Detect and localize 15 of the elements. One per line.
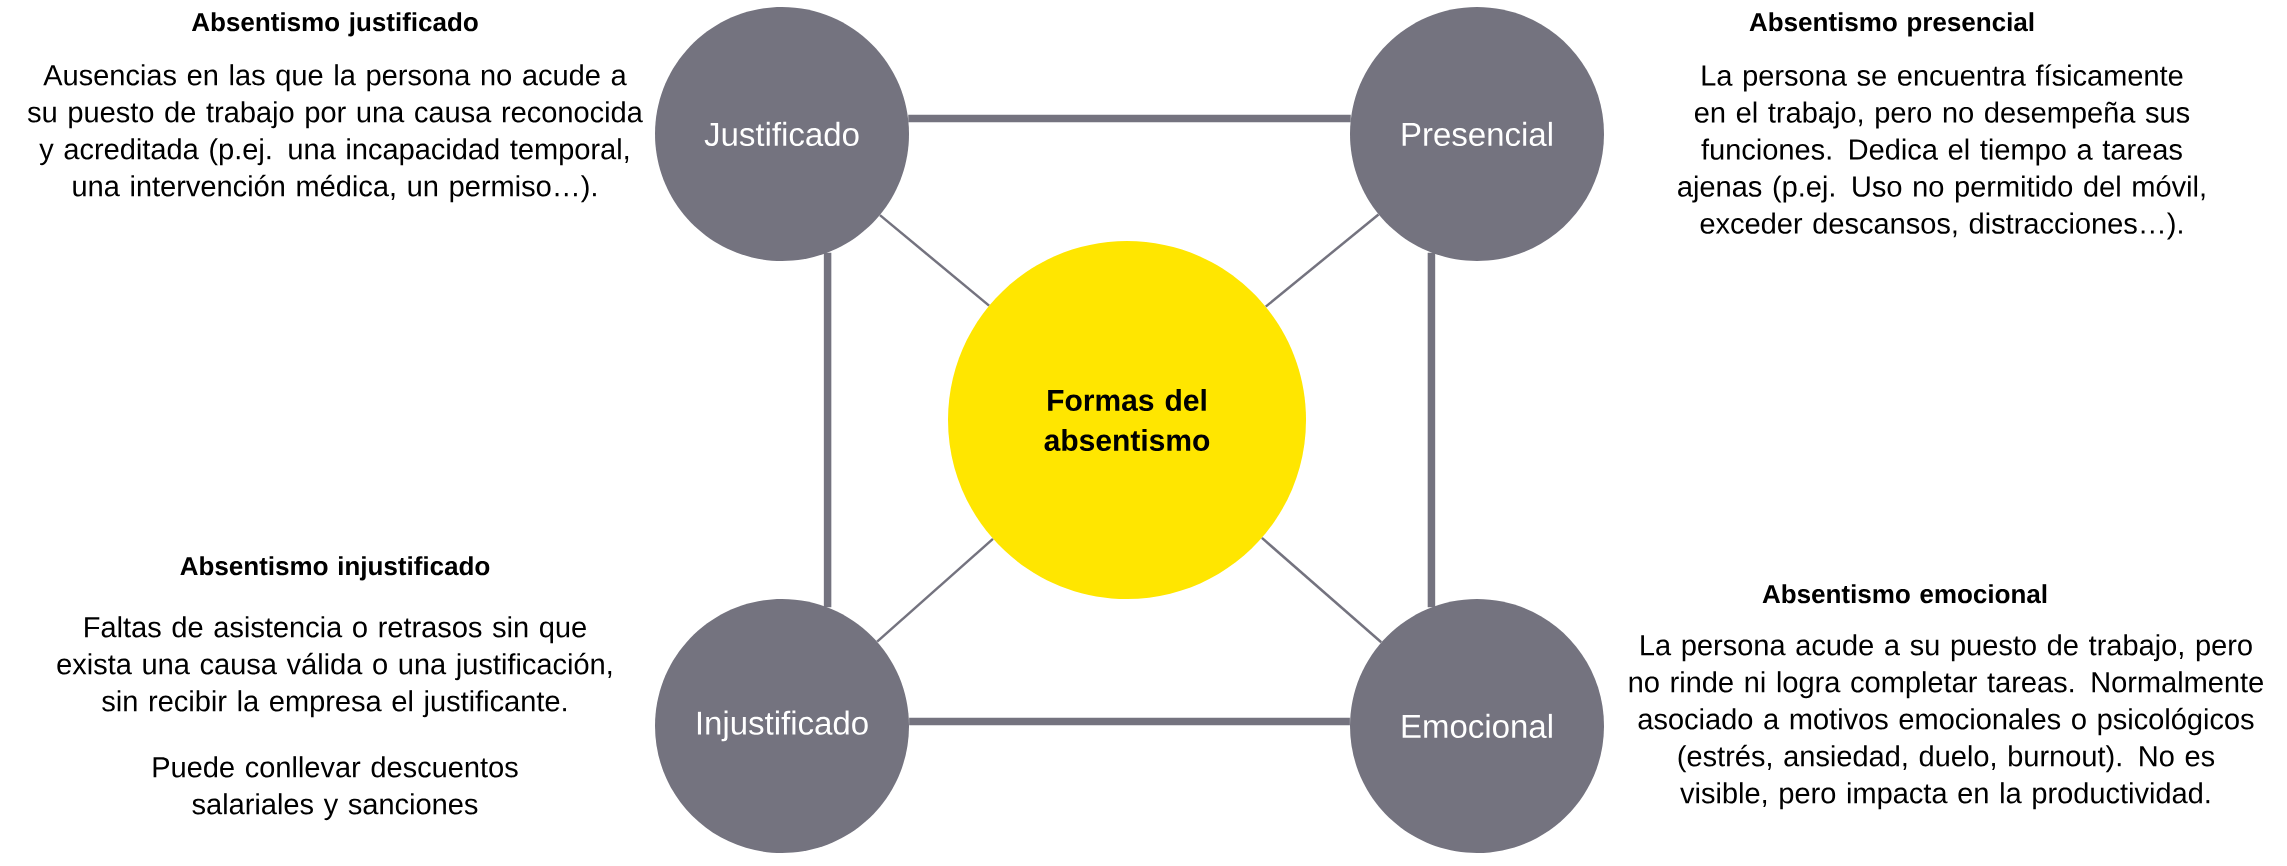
description-text: La persona se encuentra físicamente en el trabajo, pero no desempeña sus funciones. Dedica el tiempo a tareas ajenas (p.ej. Uso no permitido del móvil, exceder descansos, distracciones…). xyxy=(1678,64,2205,240)
description-text: La persona acude a su puesto de trabajo, pero no rinde ni logra completar tareas. Normalmente asociado a motivos emocionales o psicológicos (estrés, ansiedad, duelo, burnout). No es visible, pero impacta en la productividad. xyxy=(1629,634,2263,810)
connector-line xyxy=(823,252,832,608)
connector-line xyxy=(1264,213,1380,308)
description-text: Puede conllevar descuentos salariales y sanciones xyxy=(153,756,518,821)
section-heading: Absentismo injustificado xyxy=(180,556,490,581)
section-heading: Absentismo emocional xyxy=(1762,584,2047,604)
connector-line xyxy=(879,214,990,307)
connector-line xyxy=(1427,252,1436,608)
description-text: Faltas de asistencia o retrasos sin que exista una causa válida o una justificación, sin recibir la empresa el justificante. xyxy=(57,616,612,718)
section-heading: Absentismo justificado xyxy=(191,12,478,37)
description-text: Ausencias en las que la persona no acude a su puesto de trabajo por una causa reconocida y acreditada (p.ej. una incapacidad temporal, una intervención médica, un permiso…). xyxy=(27,64,643,203)
connector-line xyxy=(1261,537,1383,644)
connector-line xyxy=(876,537,994,643)
section-heading: Absentismo presencial xyxy=(1749,12,2034,37)
